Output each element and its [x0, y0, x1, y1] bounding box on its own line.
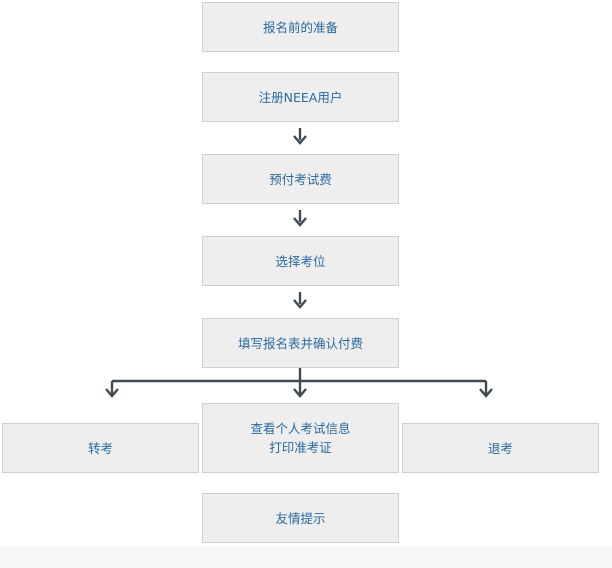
- step-register[interactable]: 注册NEEA用户: [202, 72, 399, 122]
- branch-connector: [105, 368, 493, 398]
- arrow-choose-seat-to-fill-form: [293, 292, 307, 309]
- step-prepay[interactable]: 预付考试费: [202, 154, 399, 204]
- step-withdraw[interactable]: 退考: [402, 423, 599, 473]
- arrow-to-transfer: [105, 388, 119, 398]
- step-prepay-label: 预付考试费: [269, 171, 332, 187]
- step-tips[interactable]: 友情提示: [202, 493, 399, 543]
- step-transfer-label: 转考: [87, 440, 113, 456]
- step-withdraw-label: 退考: [487, 440, 513, 456]
- arrow-register-to-prepay: [293, 128, 307, 145]
- step-view-info[interactable]: 查看个人考试信息 打印准考证: [202, 403, 399, 473]
- step-transfer[interactable]: 转考: [2, 423, 199, 473]
- step-fill-form[interactable]: 填写报名表并确认付费: [202, 318, 399, 368]
- bottom-band: [0, 546, 612, 568]
- step-view-info-line2: 打印准考证: [269, 440, 332, 455]
- arrow-prepay-to-choose-seat: [293, 210, 307, 227]
- arrow-to-withdraw: [479, 388, 493, 398]
- step-prepare-label: 报名前的准备: [262, 19, 338, 35]
- step-view-info-line1: 查看个人考试信息: [250, 421, 351, 436]
- step-choose-seat-label: 选择考位: [275, 253, 326, 269]
- step-tips-label: 友情提示: [275, 510, 326, 526]
- step-prepare[interactable]: 报名前的准备: [202, 2, 399, 52]
- step-choose-seat[interactable]: 选择考位: [202, 236, 399, 286]
- arrow-to-view-info: [293, 388, 307, 398]
- step-fill-form-label: 填写报名表并确认付费: [237, 335, 363, 351]
- step-register-label: 注册NEEA用户: [258, 89, 343, 105]
